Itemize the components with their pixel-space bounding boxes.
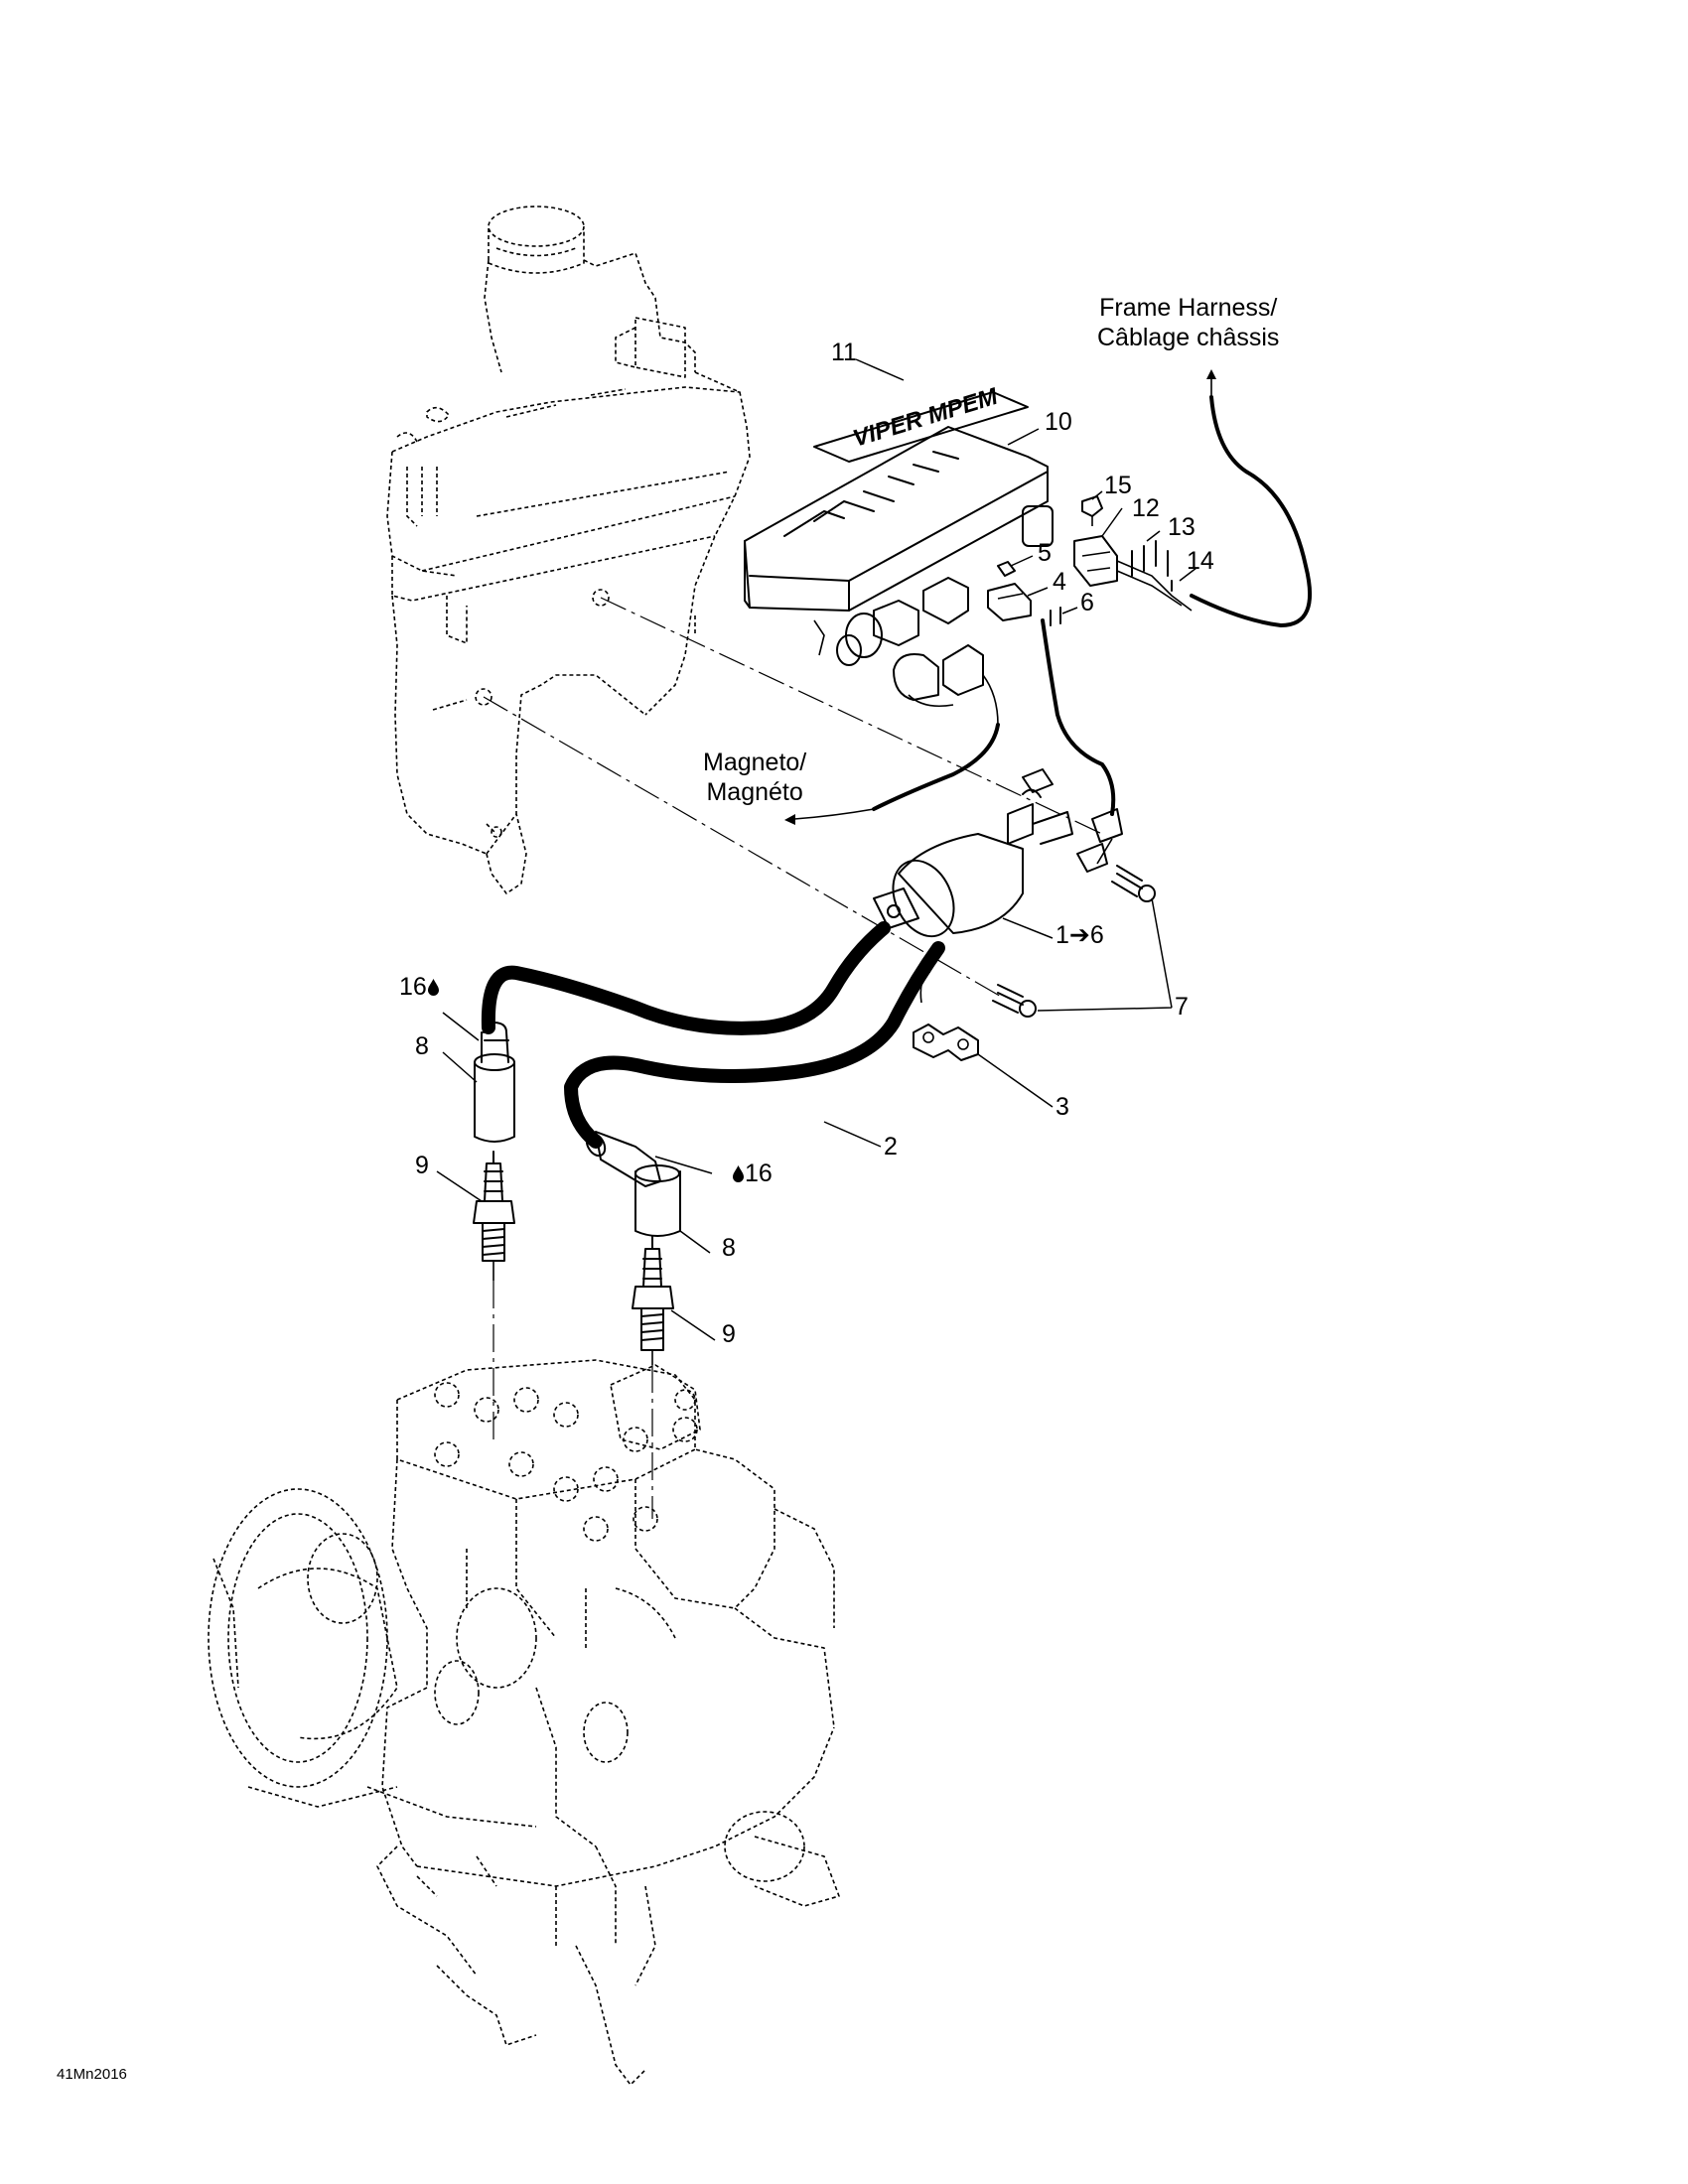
callout-5: 5 [1038,539,1052,567]
frame-harness-wire [1190,369,1313,628]
ignition-coil [873,768,1073,938]
figure-code: 41Mn2016 [57,2066,127,2083]
coil-primary-wire [1041,618,1123,873]
leader-lines [436,358,1197,1341]
magneto-connectors [784,644,1000,825]
oil-tank [386,205,751,894]
callout-11: 11 [831,339,857,366]
spark-plug-cap-right [585,1131,681,1237]
wire-route-arrow-icon [918,961,930,973]
callout-12: 12 [1132,494,1160,522]
cable-clip-3 [913,1024,979,1061]
callout-13: 13 [1168,513,1196,541]
callout-2: 2 [884,1133,898,1160]
high-tension-wires [481,921,945,1149]
callout-15: 15 [1104,472,1132,499]
callout-9-left: 9 [415,1152,429,1179]
callout-9-right: 9 [722,1320,736,1348]
magneto-note: Magneto/ Magnéto [703,749,807,806]
spark-plug-right [632,1235,674,1365]
callout-14: 14 [1187,547,1214,575]
oil-drop-icon [427,978,440,997]
terminal-pins-6 [1050,607,1061,626]
terminal-pins-13 [1131,540,1169,577]
assembly-axis-lines [483,597,1103,1519]
frame-harness-note: Frame Harness/ Câblage châssis [1097,294,1280,351]
screw-7-lower [992,984,1037,1018]
terminal-5 [997,561,1016,577]
spark-plug-left [473,1151,515,1281]
clip-15 [1081,495,1103,526]
magneto-arrow-icon [784,814,795,825]
engine-assembly [208,1359,840,2086]
connector-4 [987,583,1032,621]
spark-plug-cap-left [474,1022,515,1143]
callout-8-left: 8 [415,1032,429,1060]
callout-16-right-number: 16 [745,1160,773,1187]
mpem-module [744,426,1054,666]
callout-16-left-number: 16 [399,973,427,1001]
callout-7: 7 [1175,993,1189,1021]
callout-16-right: 16 [732,1161,773,1186]
frame-harness-arrow-icon [1206,369,1216,379]
callout-8-right: 8 [722,1234,736,1262]
oil-drop-icon [732,1164,745,1183]
callout-10: 10 [1045,408,1072,436]
callout-6: 6 [1080,589,1094,616]
viper-decal: VIPER MPEM [813,383,1029,463]
callout-1-to-6: 1➔6 [1055,921,1104,949]
callout-16-left: 16 [399,975,440,1000]
screw-7-upper [1111,865,1156,902]
decal-label: VIPER MPEM [850,383,1002,453]
callout-4: 4 [1053,568,1066,596]
callout-3: 3 [1055,1093,1069,1121]
